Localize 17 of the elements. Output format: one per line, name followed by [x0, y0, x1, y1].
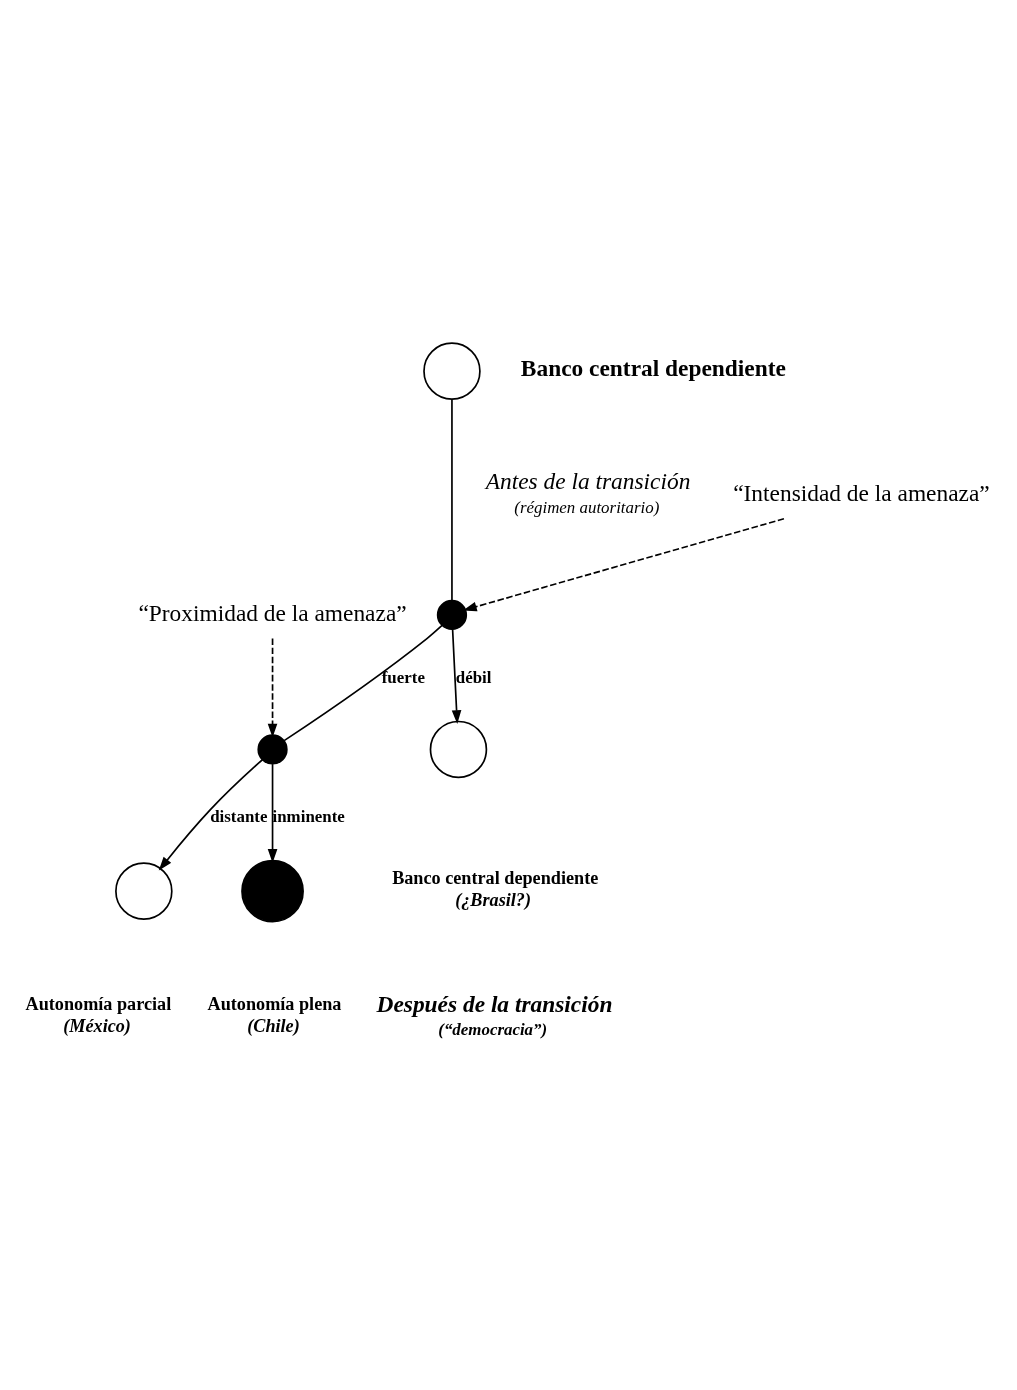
edge-label: débil: [455, 667, 492, 687]
node-label: Autonomía parcial: [25, 993, 172, 1014]
node-text: “Proximidad de la amenaza”: [138, 599, 407, 626]
edge-label: distante: [210, 806, 268, 826]
label: (régimen autoritario): [514, 497, 660, 517]
edge-label: fuerte: [381, 667, 425, 687]
node-label: Autonomía plena: [207, 993, 342, 1014]
node-label: (México): [63, 1015, 131, 1036]
label: Después de la transición: [376, 990, 613, 1017]
edge-label: inminente: [272, 806, 345, 826]
label: (“democracia”): [438, 1019, 548, 1039]
node-label: Banco central dependiente: [520, 354, 786, 381]
node-label: (¿Brasil?): [455, 889, 531, 910]
label: Antes de la transición: [485, 467, 691, 494]
node-label: Banco central dependiente: [392, 867, 599, 888]
node-text: “Intensidad de la amenaza”: [733, 479, 990, 506]
node-label: (Chile): [247, 1015, 300, 1036]
